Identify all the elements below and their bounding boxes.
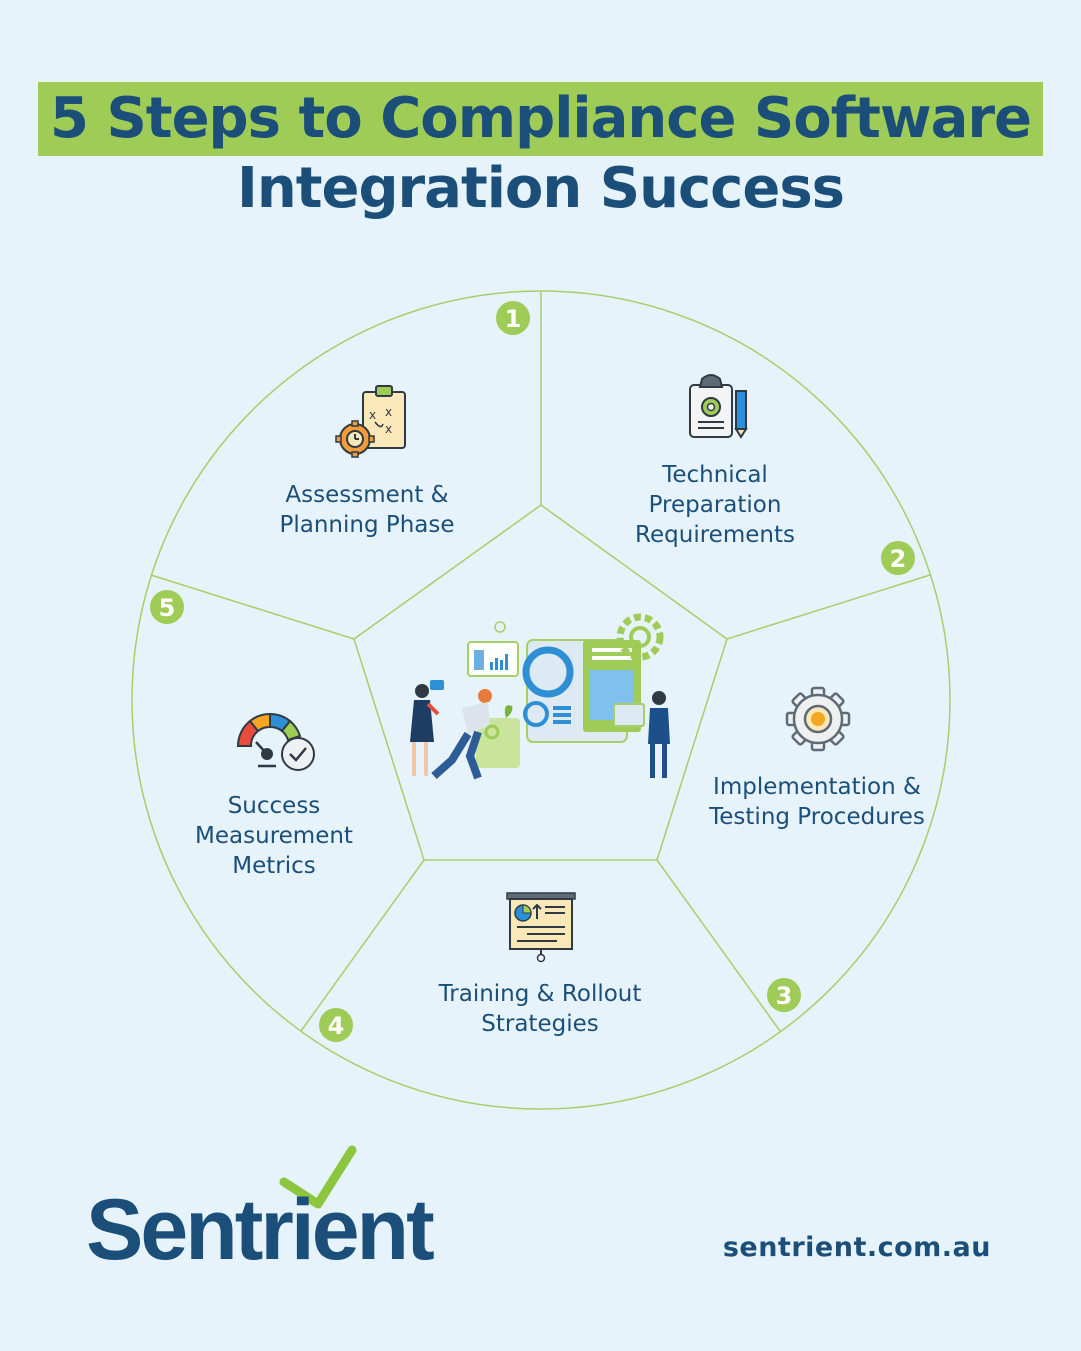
divider-5-1 — [150, 574, 355, 640]
step-badge-3: 3 — [767, 978, 801, 1012]
gear-decor — [616, 613, 664, 661]
step-badge-5: 5 — [150, 590, 184, 624]
svg-text:x: x — [369, 408, 376, 422]
step-badge-2: 2 — [881, 541, 915, 575]
team-dashboard-illustration — [410, 613, 670, 780]
person-man-standing — [648, 691, 670, 778]
title-line-1: 5 Steps to Compliance Software — [38, 82, 1043, 156]
center-pentagon — [353, 504, 728, 861]
step-number-2: 2 — [890, 545, 907, 573]
clipboard-gear-pencil-icon — [689, 374, 748, 439]
gear-icon — [785, 686, 851, 752]
gauge-check-icon — [236, 712, 315, 771]
divider-3-4 — [656, 859, 781, 1032]
checklist-gear-icon: x x x — [335, 385, 406, 458]
divider-4-5 — [300, 859, 425, 1032]
step-label-3: Implementation & Testing Procedures — [709, 774, 925, 830]
person-man-pushing — [431, 689, 500, 780]
svg-text:x: x — [385, 405, 392, 419]
website-link[interactable]: sentrient.com.au — [722, 1232, 991, 1263]
step-label-5: Success Measurement Metrics — [195, 793, 353, 879]
step-number-4: 4 — [328, 1012, 345, 1040]
step-number-3: 3 — [776, 982, 793, 1010]
presentation-board-icon — [506, 892, 576, 963]
person-woman — [410, 680, 444, 776]
step-number-5: 5 — [159, 594, 176, 622]
donut-chart — [522, 646, 574, 698]
svg-text:x: x — [385, 422, 392, 436]
step-badge-4: 4 — [319, 1008, 353, 1042]
step-badge-1: 1 — [496, 301, 530, 335]
divider-2-3 — [726, 574, 931, 640]
step-label-4: Training & Rollout Strategies — [438, 981, 642, 1037]
step-label-1: Assessment & Planning Phase — [279, 482, 455, 538]
title-block: 5 Steps to Compliance Software Integrati… — [0, 82, 1081, 222]
sentrient-logo[interactable]: Sentrient — [86, 1182, 435, 1278]
step-label-2: Technical Preparation Requirements — [635, 462, 795, 548]
title-line-2: Integration Success — [237, 156, 845, 221]
step-number-1: 1 — [505, 305, 522, 333]
logo-checkmark — [279, 1145, 357, 1209]
